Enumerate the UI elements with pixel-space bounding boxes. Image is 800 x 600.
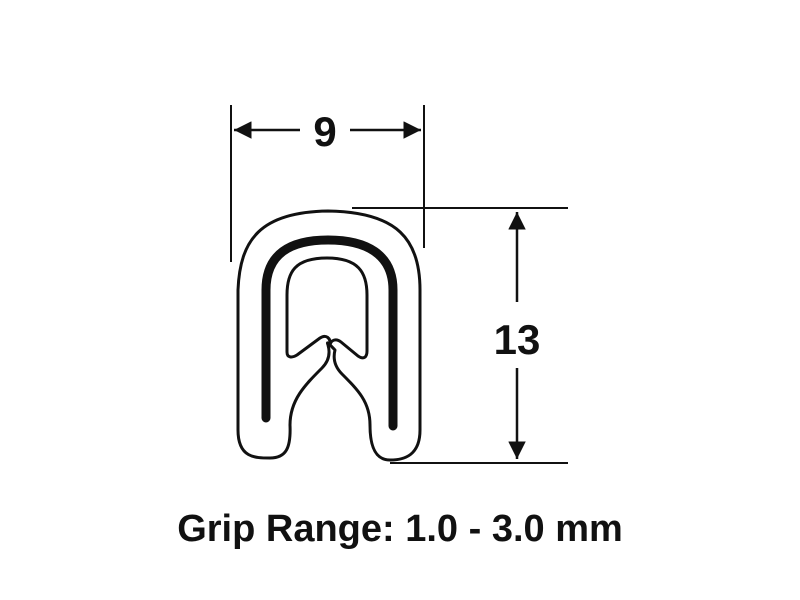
height-label: 13: [494, 316, 541, 363]
width-label: 9: [313, 108, 336, 155]
inner-hollow: [285, 256, 369, 360]
metal-carrier: [261, 235, 398, 431]
outer-contour: [236, 209, 422, 462]
trim-profile: [236, 209, 422, 462]
width-dimension: 9: [230, 105, 425, 262]
height-dimension: 13: [352, 207, 568, 464]
grip-range-caption: Grip Range: 1.0 - 3.0 mm: [177, 508, 623, 550]
